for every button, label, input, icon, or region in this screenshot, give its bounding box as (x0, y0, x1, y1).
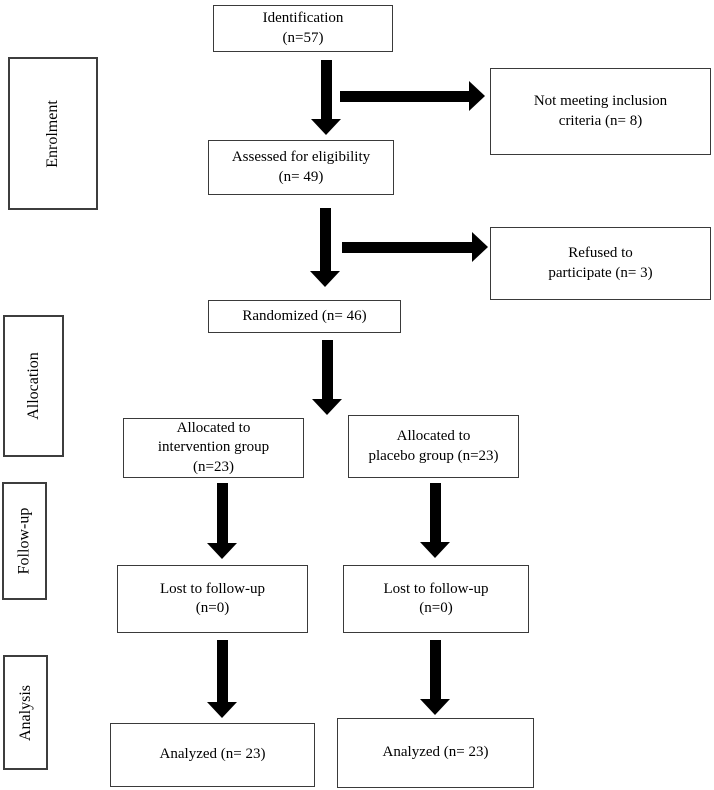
node-text-line: (n= 49) (278, 168, 324, 185)
node-text-line: (n=57) (282, 29, 324, 46)
stage-label-enrolment: Enrolment (8, 57, 98, 210)
node-text-line: (n=0) (195, 600, 230, 616)
arrow-assessed-to-randomized (310, 208, 340, 287)
node-text-line: Analyzed (n= 23) (159, 746, 266, 763)
node-text-line: Refused to (568, 245, 633, 261)
node-text-line: Allocated to (176, 419, 251, 436)
stage-label-text: Allocation (24, 352, 42, 420)
node-text-line: Not meeting inclusion (533, 93, 668, 109)
node-lost-followup-intervention: Lost to follow-up (n=0) (117, 565, 308, 633)
node-text-line: (n=23) (193, 458, 234, 475)
node-randomized: Randomized (n= 46) (208, 300, 401, 333)
node-allocated-placebo: Allocated to placebo group (n=23) (348, 415, 519, 478)
arrow-shaft (320, 60, 332, 119)
node-text-line: placebo group (n=23) (368, 447, 499, 464)
node-text-line: Lost to follow-up (160, 580, 265, 597)
arrow-intervention-to-lost-followup (207, 483, 237, 559)
arrow-shaft (429, 483, 441, 542)
arrow-randomized-to-allocation (312, 340, 342, 415)
arrow-head-down-icon (312, 399, 342, 415)
node-text-line: participate (n= 3) (548, 264, 653, 281)
arrow-head-down-icon (310, 271, 340, 287)
arrow-head-right-icon (472, 232, 488, 262)
node-text-line: Lost to follow-up (383, 580, 489, 597)
arrow-branch-refused-participate (342, 232, 488, 262)
arrow-branch-not-meeting-criteria (340, 81, 485, 111)
arrow-head-down-icon (207, 702, 237, 718)
node-text-line: (n=0) (419, 600, 453, 616)
node-text-line: Randomized (n= 46) (242, 307, 367, 324)
node-assessed-eligibility: Assessed for eligibility (n= 49) (208, 140, 394, 195)
arrow-shaft (429, 640, 441, 699)
stage-label-analysis: Analysis (3, 655, 48, 770)
arrow-shaft (216, 483, 228, 543)
node-text-line: criteria (n= 8) (558, 112, 643, 129)
node-text-line: Assessed for eligibility (231, 149, 371, 165)
arrow-head-down-icon (311, 119, 341, 135)
node-not-meeting-criteria: Not meeting inclusion criteria (n= 8) (490, 68, 711, 155)
node-lost-followup-placebo: Lost to follow-up (n=0) (343, 565, 529, 633)
arrow-head-down-icon (420, 699, 450, 715)
arrow-shaft (342, 241, 472, 253)
arrow-lost-followup-to-analyzed-placebo (420, 640, 450, 715)
arrow-shaft (340, 90, 469, 102)
node-refused-participate: Refused to participate (n= 3) (490, 227, 711, 300)
stage-label-text: Analysis (16, 684, 34, 741)
stage-label-allocation: Allocation (3, 315, 64, 457)
arrow-identification-to-assessed (311, 60, 341, 135)
node-text-line: Allocated to (396, 428, 471, 444)
node-allocated-intervention: Allocated to intervention group (n=23) (123, 418, 304, 478)
node-analyzed-placebo: Analyzed (n= 23) (337, 718, 534, 788)
arrow-placebo-to-lost-followup (420, 483, 450, 558)
arrow-head-down-icon (420, 542, 450, 558)
arrow-head-down-icon (207, 543, 237, 559)
node-text-line: intervention group (157, 439, 270, 456)
arrow-shaft (216, 640, 228, 702)
arrow-shaft (321, 340, 333, 399)
arrow-shaft (319, 208, 331, 271)
arrow-head-right-icon (469, 81, 485, 111)
node-text-line: Identification (262, 10, 344, 26)
stage-label-text: Follow-up (15, 507, 33, 575)
node-text-line: Analyzed (n= 23) (382, 744, 489, 761)
arrow-lost-followup-to-analyzed-intervention (207, 640, 237, 718)
stage-label-followup: Follow-up (2, 482, 47, 600)
node-identification: Identification (n=57) (213, 5, 393, 52)
node-analyzed-intervention: Analyzed (n= 23) (110, 723, 315, 787)
stage-label-text: Enrolment (43, 99, 61, 168)
